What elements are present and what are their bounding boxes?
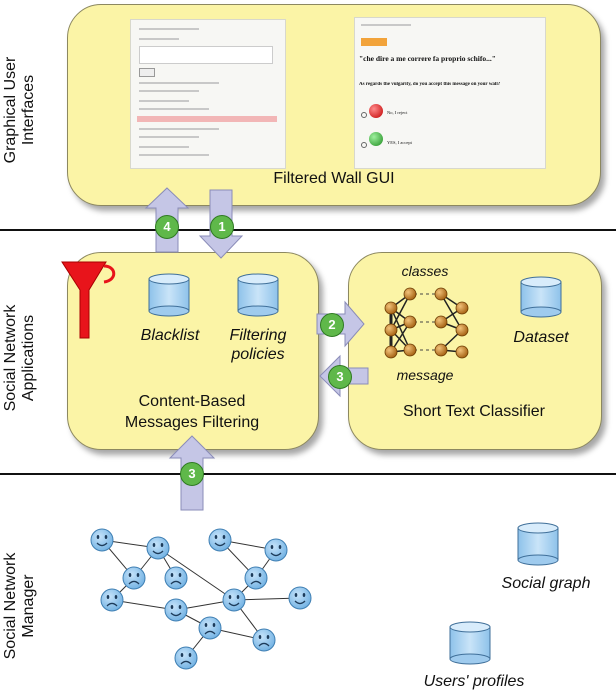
- blacklist-label: Blacklist: [140, 327, 200, 344]
- dialog-question-quote: "che dire a me correre fa proprio schifo…: [359, 54, 496, 63]
- step-number: 4: [163, 219, 171, 234]
- neuron: [403, 315, 417, 329]
- smiley-face-icon: [222, 588, 246, 612]
- sad-face-icon: [244, 566, 268, 590]
- wall-line: [139, 28, 199, 30]
- neuron: [434, 315, 448, 329]
- dataset-label: Dataset: [513, 329, 569, 346]
- stc-title: Short Text Classifier: [403, 403, 545, 420]
- neuron: [434, 343, 448, 357]
- wall-line: [139, 108, 209, 110]
- wall-line: [139, 38, 179, 40]
- message-label: message: [396, 367, 454, 383]
- wall-line: [139, 128, 219, 130]
- dialog-accept-radio[interactable]: [361, 142, 367, 148]
- sad-face-icon: [164, 566, 188, 590]
- sad-face-icon: [198, 616, 222, 640]
- smiley-face-icon: [288, 586, 312, 610]
- social-graph-db-icon: [517, 522, 559, 566]
- dialog-reject-label: No, I reject: [387, 110, 408, 115]
- neuron: [403, 343, 417, 357]
- wall-flagged-post: [137, 116, 277, 122]
- neuron: [455, 301, 469, 315]
- step-number: 1: [218, 219, 226, 234]
- smiley-face-icon: [146, 536, 170, 560]
- neuron: [384, 323, 398, 337]
- filtered-wall-gui-title: Filtered Wall GUI: [273, 170, 395, 187]
- dialog-header-line: [361, 24, 411, 26]
- funnel-icon: [61, 261, 116, 339]
- wall-share-button: [139, 68, 155, 77]
- neuron: [434, 287, 448, 301]
- dialog-orange-bar: [361, 38, 387, 46]
- step-badge-2: 2: [320, 313, 344, 337]
- filtering-policies-db-icon: [237, 273, 279, 317]
- dialog-reject-radio[interactable]: [361, 112, 367, 118]
- neuron: [384, 345, 398, 359]
- smiley-face-icon: [264, 538, 288, 562]
- dialog-question-text: As regards the vulgarity, do you accept …: [359, 82, 501, 87]
- sad-face-icon: [174, 646, 198, 670]
- sad-face-icon: [100, 588, 124, 612]
- neural-network-icon: [384, 287, 469, 359]
- filtering-policies-label-2: policies: [231, 346, 285, 363]
- users-profiles-label: Users' profiles: [423, 673, 525, 690]
- accept-icon[interactable]: [369, 132, 383, 146]
- separator-gui-apps: [0, 229, 616, 231]
- reject-icon[interactable]: [369, 104, 383, 118]
- step-badge-3-left: 3: [328, 365, 352, 389]
- social-graph-label: Social graph: [501, 575, 591, 592]
- filtering-policies-label-1: Filtering: [229, 327, 287, 344]
- social-graph-faces: [90, 528, 312, 670]
- dataset-db-icon: [520, 276, 562, 318]
- wall-line: [139, 100, 189, 102]
- smiley-face-icon: [164, 598, 188, 622]
- step-number: 3: [336, 369, 344, 384]
- smiley-face-icon: [208, 528, 232, 552]
- sad-face-icon: [122, 566, 146, 590]
- neuron: [455, 345, 469, 359]
- step-badge-4: 4: [155, 215, 179, 239]
- neuron: [384, 301, 398, 315]
- sad-face-icon: [252, 628, 276, 652]
- smiley-face-icon: [90, 528, 114, 552]
- step-badge-1: 1: [210, 215, 234, 239]
- neuron: [403, 287, 417, 301]
- classes-label: classes: [401, 263, 449, 279]
- step-number: 2: [328, 317, 336, 332]
- wall-line: [139, 90, 199, 92]
- users-profiles-db-icon: [449, 621, 491, 665]
- blacklist-db-icon: [148, 273, 190, 317]
- separator-apps-manager: [0, 473, 616, 475]
- cbmf-title-1: Content-Based: [138, 393, 246, 410]
- wall-line: [139, 154, 209, 156]
- filtered-wall-gui-panel: "che dire a me correre fa proprio schifo…: [67, 4, 601, 206]
- wall-line: [139, 136, 199, 138]
- wall-post-box: [139, 46, 273, 64]
- cbmf-title-2: Messages Filtering: [124, 414, 260, 431]
- step-badge-3-up: 3: [180, 462, 204, 486]
- step-number: 3: [188, 466, 196, 481]
- wall-line: [139, 82, 219, 84]
- neuron: [455, 323, 469, 337]
- wall-line: [139, 146, 189, 148]
- moderation-dialog-screenshot: "che dire a me correre fa proprio schifo…: [354, 17, 546, 169]
- dialog-accept-label: YES, I accept: [387, 140, 412, 145]
- wall-screenshot: [130, 19, 286, 169]
